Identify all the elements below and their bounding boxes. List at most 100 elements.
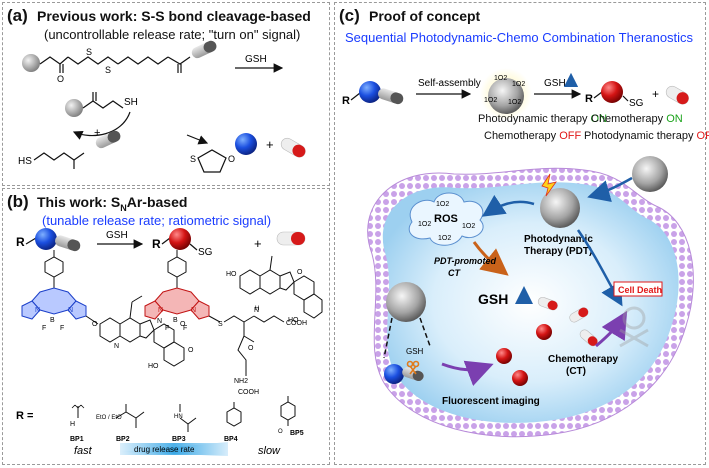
nanoparticle-pdt	[540, 188, 580, 228]
drug-pill-a1	[191, 40, 217, 59]
panel-a-title: Previous work: S-S bond cleavage-based	[37, 8, 311, 24]
panel-b-scheme: R GSH R SG + N N B F F N N O O HO	[16, 228, 323, 457]
panel-b-subtitle: (tunable release rate; ratiometric signa…	[42, 213, 272, 228]
panel-a-box	[2, 2, 330, 186]
gsh-reagent-b: GSH	[106, 230, 128, 241]
substituent-bp4	[226, 402, 242, 427]
blue-sphere-a	[235, 133, 257, 155]
b-atom-b1: B	[50, 317, 55, 324]
n-atom-b3: N	[158, 307, 163, 314]
ho-c3: HO	[288, 317, 299, 324]
chemo-off-label: Chemotherapy	[484, 130, 557, 142]
bp4-label: BP4	[224, 436, 238, 443]
s-atom-b: S	[218, 321, 223, 328]
chemo-on-label: Chemotherapy	[591, 113, 664, 125]
pdt-name-l2: Therapy (PDT)	[524, 246, 592, 257]
nh-atom-b: N	[254, 307, 259, 314]
bp3-group: HN	[174, 414, 183, 420]
f-atom-b2: F	[60, 325, 64, 332]
gsh-up-label: GSH	[544, 78, 566, 89]
f-atom-b4: F	[183, 325, 187, 332]
sh-label: SH	[124, 97, 138, 108]
pdt-name-l1: Photodynamic	[524, 234, 593, 245]
red-dot-2	[512, 370, 528, 386]
substituent-bp5	[280, 396, 296, 426]
r-label-c: R	[342, 95, 350, 107]
r-eq-label: R =	[16, 410, 33, 422]
panel-a-subtitle: (uncontrollable release rate; "turn on" …	[44, 27, 301, 42]
n-atom-b4: N	[191, 307, 196, 314]
n-atom-c2: N	[157, 318, 162, 325]
panel-c-subtitle: Sequential Photodynamic-Chemo Combinatio…	[345, 30, 694, 45]
chemo-ct-l1: Chemotherapy	[548, 354, 618, 365]
o2-7: 1O2	[462, 223, 475, 230]
chemo-off-state: OFF	[559, 130, 582, 142]
scale-fast: fast	[74, 445, 93, 457]
cell-death-label: Cell Death	[618, 285, 662, 295]
n-atom-c1: N	[114, 343, 119, 350]
cooh-1: COOH	[286, 320, 307, 327]
panel-b-box	[2, 188, 330, 465]
chemo-off-line: Chemotherapy OFF	[484, 130, 581, 142]
o2-8: 1O2	[438, 235, 451, 242]
r-label-b2: R	[152, 237, 161, 251]
o-atom-c3: O	[297, 269, 303, 276]
red-sphere-b	[169, 228, 191, 250]
plus-b: +	[254, 236, 262, 251]
drug-pill-b	[276, 231, 306, 246]
plus-a2: +	[266, 137, 274, 152]
gsh-center-label: GSH	[478, 291, 508, 307]
bodipy-structure-2	[144, 250, 285, 376]
h-atom-b: H	[255, 306, 259, 312]
panel-c-title: Proof of concept	[369, 8, 481, 24]
n-atom-b2: N	[68, 307, 73, 314]
o2-1: 1O2	[494, 75, 507, 82]
bp5-o: O	[278, 429, 283, 435]
o-atom: O	[57, 74, 64, 84]
panel-b-label: (b)	[7, 192, 29, 211]
f-atom-b3: F	[165, 325, 169, 332]
o-atom-c2: O	[188, 347, 194, 354]
nanoparticle-cell	[386, 282, 426, 322]
pdt-off-state: OFF	[696, 130, 709, 142]
gsh-reagent-a: GSH	[245, 54, 267, 65]
gsh-small-label: GSH	[406, 347, 424, 356]
pdt-off-label: Photodynamic therapy	[584, 130, 694, 142]
nh2-1: NH2	[234, 378, 248, 385]
o2-3: 1O2	[484, 97, 497, 104]
skull-icon	[619, 306, 649, 348]
chemo-ct-l2: (CT)	[566, 366, 586, 377]
cooh-2: COOH	[238, 389, 259, 396]
camptothecin-structure-1	[99, 295, 185, 367]
bp1-label: BP1	[70, 436, 84, 443]
scale-slow: slow	[258, 445, 281, 457]
bp1-h: H	[70, 421, 75, 428]
panel-b-title-sub: N	[120, 202, 127, 213]
panel-b-title-post: Ar-based	[126, 194, 188, 210]
ros-cloud	[408, 192, 484, 246]
sg-label-c: SG	[629, 98, 644, 109]
substituent-bp3	[179, 404, 197, 432]
o-atom-c1: O	[180, 321, 186, 328]
grey-sphere	[22, 54, 40, 72]
o2-2: 1O2	[512, 81, 525, 88]
o-atom-gsh: O	[248, 345, 254, 352]
blue-sphere-cell	[384, 364, 404, 384]
ho-c1: HO	[148, 363, 159, 370]
ho-c2: HO	[226, 271, 237, 278]
chemo-on-line: Chemotherapy ON	[591, 113, 683, 125]
panel-c-label: (c)	[339, 6, 360, 25]
substituent-bp1	[71, 404, 85, 418]
bp2-group: EtO / EtO	[96, 415, 122, 421]
r-label-b: R	[16, 235, 25, 249]
plus-a: +	[94, 127, 100, 139]
ring-o: O	[228, 154, 235, 164]
substituent-bp2	[115, 404, 145, 428]
plus-c: +	[652, 87, 659, 101]
camptothecin-structure-2	[239, 255, 323, 319]
self-assembly-label: Self-assembly	[418, 78, 481, 89]
s-atom-1: S	[86, 47, 92, 57]
s-atom-2: S	[105, 65, 111, 75]
o2-5: 1O2	[436, 201, 449, 208]
cell-death-box	[613, 281, 663, 297]
